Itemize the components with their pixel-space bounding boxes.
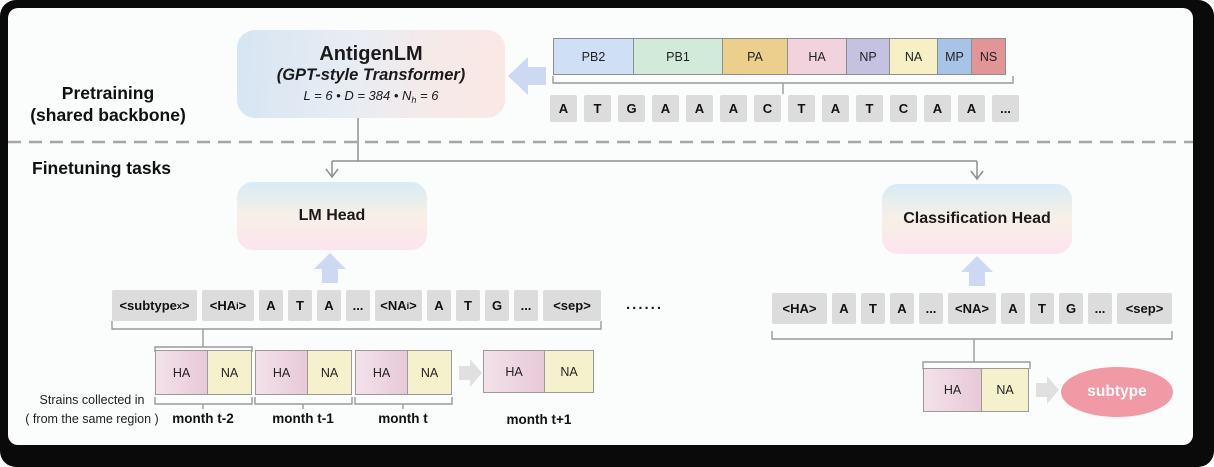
- subtype-output-label: subtype: [1087, 383, 1147, 400]
- token: A: [259, 290, 283, 321]
- ha-cell: HA: [483, 350, 545, 393]
- lm-head-label: LM Head: [298, 207, 366, 224]
- classification-head-box: Classification Head: [882, 184, 1072, 254]
- sequence-continuation-dots: ......: [626, 296, 664, 313]
- segment-na: NA: [889, 38, 938, 75]
- token-ellipsis: ...: [346, 290, 370, 321]
- token-ellipsis: ...: [514, 290, 538, 321]
- strains-note: Strains collected in ( from the same reg…: [8, 391, 176, 430]
- token: A: [1001, 293, 1025, 324]
- pretraining-label-line1: Pretraining: [61, 83, 155, 103]
- token: G: [1059, 293, 1083, 324]
- strains-note-line1: Strains collected in: [39, 393, 145, 407]
- pretraining-section-label: Pretraining (shared backbone): [8, 82, 208, 127]
- token-ellipsis: ...: [992, 95, 1019, 122]
- token: C: [754, 95, 781, 122]
- token: A: [550, 95, 577, 122]
- token: T: [456, 290, 480, 321]
- token: A: [958, 95, 985, 122]
- token: T: [288, 290, 312, 321]
- antigenlm-backbone-box: AntigenLM (GPT-style Transformer) L = 6 …: [237, 30, 505, 118]
- segment-mp: MP: [937, 38, 972, 75]
- na-cell: NA: [407, 350, 452, 395]
- cls-input-pair: HA NA: [923, 368, 1029, 412]
- month-t2-label: month t-2: [172, 411, 234, 426]
- backbone-title: AntigenLM: [319, 43, 423, 66]
- ha-post: >: [238, 298, 247, 313]
- params-subscript: h: [411, 94, 417, 105]
- month-t1-label: month t-1: [272, 411, 334, 426]
- month-t-pair: HA NA: [355, 350, 452, 395]
- token-na-special: <NA>: [948, 293, 996, 324]
- segment-ha: HA: [787, 38, 847, 75]
- ha-cell: HA: [155, 350, 208, 395]
- ha-cell: HA: [923, 368, 982, 412]
- strains-note-line2: ( from the same region ): [25, 412, 159, 427]
- month-t2-pair: HA NA: [155, 350, 252, 395]
- na-cell: NA: [981, 368, 1029, 412]
- ha-pre: <HA: [209, 298, 237, 313]
- backbone-params: L = 6 • D = 384 • Nh = 6: [304, 88, 439, 105]
- subtype-output-ellipse: subtype: [1061, 367, 1173, 417]
- token: T: [1030, 293, 1054, 324]
- na-pre: <NA: [380, 298, 407, 313]
- na-post: >: [409, 298, 417, 313]
- token-ellipsis: ...: [1088, 293, 1112, 324]
- subtype-pre: <subtype: [119, 298, 177, 313]
- na-cell: NA: [307, 350, 352, 395]
- na-cell: NA: [544, 350, 594, 393]
- segment-ns: NS: [971, 38, 1006, 75]
- token: A: [890, 293, 914, 324]
- ha-cell: HA: [255, 350, 308, 395]
- na-sub: i: [406, 300, 410, 311]
- month-t-plus-1-label: month t+1: [506, 412, 572, 427]
- token: A: [924, 95, 951, 122]
- token: A: [822, 95, 849, 122]
- token-sep: <sep>: [543, 290, 601, 321]
- token: A: [686, 95, 713, 122]
- subtype-sub: x: [176, 300, 182, 311]
- month-t-label: month t: [378, 411, 428, 426]
- token-ellipsis: ...: [919, 293, 943, 324]
- token: G: [618, 95, 645, 122]
- token: A: [317, 290, 341, 321]
- token: A: [427, 290, 451, 321]
- subtype-post: >: [181, 298, 190, 313]
- token: A: [720, 95, 747, 122]
- cls-finetune-token-row: <HA> A T A ... <NA> A T G ... <sep>: [772, 293, 1172, 324]
- token: A: [832, 293, 856, 324]
- ha-sub: i: [236, 300, 239, 311]
- params-prefix: L = 6 • D = 384 • N: [303, 87, 412, 103]
- segment-np: NP: [846, 38, 890, 75]
- token: C: [890, 95, 917, 122]
- backbone-subtitle: (GPT-style Transformer): [276, 66, 466, 85]
- pretrain-token-row: A T G A A A C T A T C A A ...: [550, 95, 1019, 122]
- pretraining-label-line2: (shared backbone): [30, 105, 186, 126]
- token: A: [652, 95, 679, 122]
- finetuning-section-label: Finetuning tasks: [32, 158, 172, 178]
- token-sep: <sep>: [1117, 293, 1172, 324]
- genome-segment-bar: PB2 PB1 PA HA NP NA MP NS: [553, 38, 1006, 75]
- token: T: [584, 95, 611, 122]
- token: G: [485, 290, 509, 321]
- token: T: [861, 293, 885, 324]
- segment-pb2: PB2: [553, 38, 634, 75]
- token: T: [788, 95, 815, 122]
- classification-head-label: Classification Head: [903, 210, 1051, 227]
- ha-cell: HA: [355, 350, 408, 395]
- na-cell: NA: [207, 350, 252, 395]
- token: T: [856, 95, 883, 122]
- params-suffix: = 6: [416, 87, 439, 103]
- month-t-plus-1-pair: HA NA: [483, 350, 594, 393]
- token-ha-special: <HA>: [772, 293, 827, 324]
- lm-head-box: LM Head: [237, 182, 427, 250]
- segment-pa: PA: [722, 38, 788, 75]
- month-t1-pair: HA NA: [255, 350, 352, 395]
- segment-pb1: PB1: [633, 38, 723, 75]
